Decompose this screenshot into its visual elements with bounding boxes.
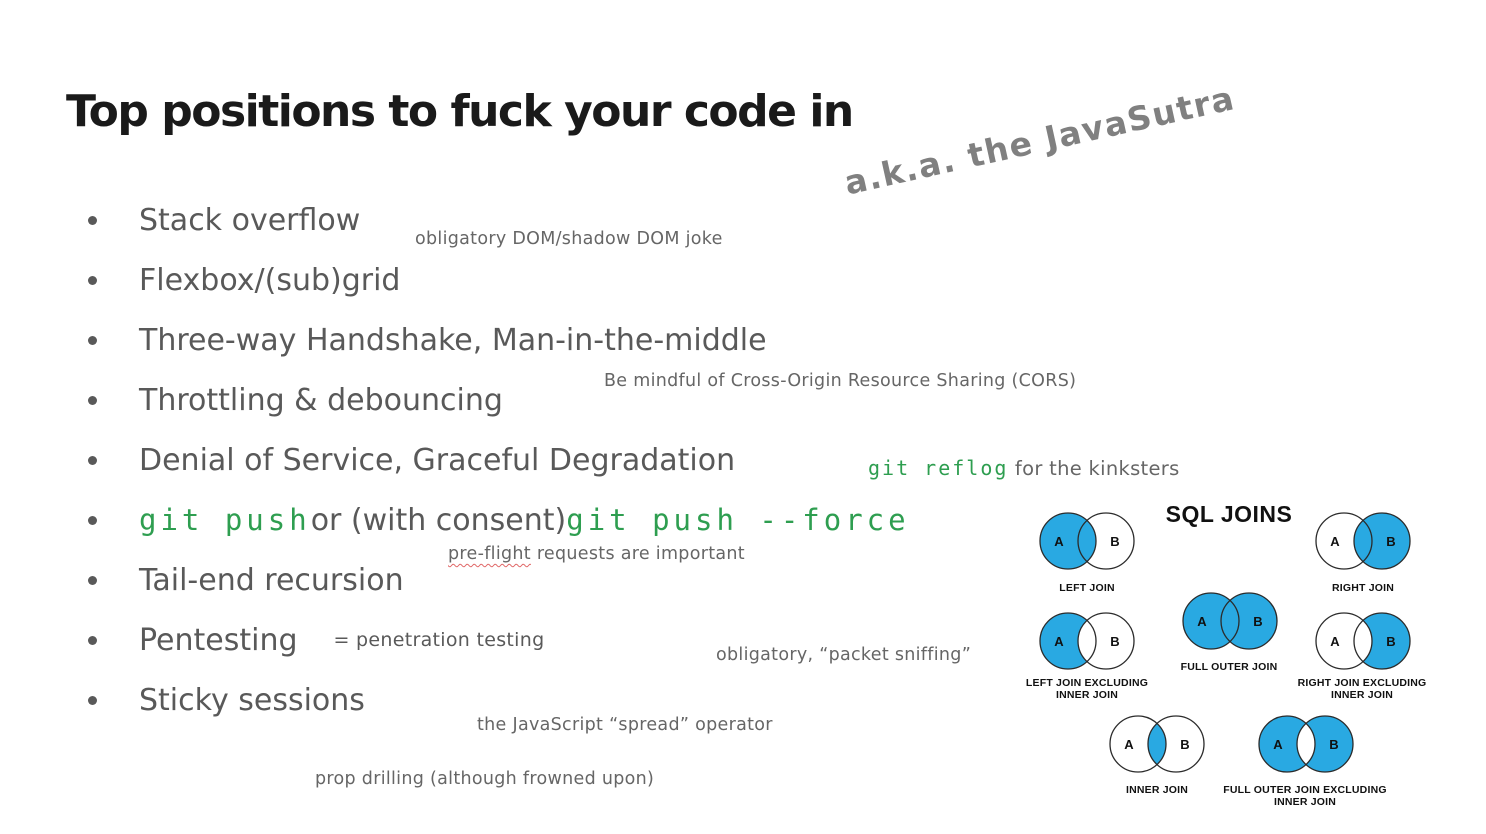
svg-text:B: B xyxy=(1253,614,1262,629)
bullet-segment-plain: Flexbox/(sub)grid xyxy=(139,262,401,298)
bullet-segment-plain: Sticky sessions xyxy=(139,682,365,718)
annotation-dom-joke: obligatory DOM/shadow DOM joke xyxy=(415,229,723,249)
bullet-marker-icon xyxy=(88,275,97,285)
annotation-segment-note: Be mindful of Cross-Origin Resource Shar… xyxy=(604,371,1077,391)
svg-text:B: B xyxy=(1386,634,1395,649)
bullet-marker-icon xyxy=(88,575,97,585)
bullet-tail-end-recursion: Tail-end recursion xyxy=(88,550,1088,610)
bullet-stack-overflow: Stack overflow xyxy=(88,190,1088,250)
svg-text:B: B xyxy=(1329,737,1338,752)
annotation-segment-note: obligatory, “packet sniffing” xyxy=(716,645,972,665)
bullet-segment-plain: Tail-end recursion xyxy=(139,562,404,598)
svg-text:A: A xyxy=(1054,634,1064,649)
annotation-segment-note: requests are important xyxy=(530,544,745,564)
annotation-segment-note: prop drilling (although frowned upon) xyxy=(315,769,655,789)
venn-label-left-join: LEFT JOIN xyxy=(1059,582,1114,594)
venn-right-join: A B xyxy=(1313,510,1413,576)
bullet-segment-plain: Throttling & debouncing xyxy=(139,382,503,418)
subtitle-rotated: a.k.a. the JavaSutra xyxy=(840,78,1239,203)
venn-label-line: FULL OUTER JOIN EXCLUDING xyxy=(1223,784,1387,796)
venn-label-line: RIGHT JOIN EXCLUDING xyxy=(1297,677,1427,689)
venn-label-line: INNER JOIN xyxy=(1055,689,1119,701)
annotation-segment-note-misspelled: pre-flight xyxy=(448,544,531,564)
venn-label-line: LEFT JOIN EXCLUDING xyxy=(1025,677,1149,689)
venn-full-outer-join: A B xyxy=(1180,590,1280,656)
annotation-segment-code: git reflog xyxy=(868,456,1009,480)
bullet-segment-plain: or (with consent) xyxy=(310,502,567,538)
bullet-marker-icon xyxy=(88,635,97,645)
bullet-pentesting: Pentesting = penetration testing xyxy=(88,610,1088,670)
venn-label-line: INNER JOIN xyxy=(1125,784,1189,796)
bullet-segment-plain: Stack overflow xyxy=(139,202,361,238)
bullet-segment-plain: Denial of Service, Graceful Degradation xyxy=(139,442,736,478)
venn-full-outer-excluding-inner: A B xyxy=(1256,713,1356,779)
venn-label-right-join: RIGHT JOIN xyxy=(1332,582,1394,594)
venn-left-join-excluding-inner: A B xyxy=(1037,610,1137,676)
svg-text:A: A xyxy=(1273,737,1283,752)
bullet-segment-inline-note: = penetration testing xyxy=(333,629,545,651)
svg-text:B: B xyxy=(1110,534,1119,549)
bullet-segment-plain: Pentesting xyxy=(139,622,298,658)
annotation-segment-note: the JavaScript “spread” operator xyxy=(477,715,773,735)
venn-label-inner-join: INNER JOIN xyxy=(1126,784,1188,796)
venn-inner-join: A B xyxy=(1107,713,1207,779)
bullet-marker-icon xyxy=(88,455,97,465)
svg-text:A: A xyxy=(1330,634,1340,649)
annotation-cors-note: Be mindful of Cross-Origin Resource Shar… xyxy=(604,371,1076,391)
bullet-throttling-debouncing: Throttling & debouncing xyxy=(88,370,1088,430)
bullet-marker-icon xyxy=(88,215,97,225)
svg-text:B: B xyxy=(1180,737,1189,752)
svg-text:A: A xyxy=(1054,534,1064,549)
svg-text:B: B xyxy=(1110,634,1119,649)
venn-label-line: INNER JOIN xyxy=(1330,689,1394,701)
bullet-denial-of-service: Denial of Service, Graceful Degradation xyxy=(88,430,1088,490)
venn-left-join: A B xyxy=(1037,510,1137,576)
venn-label-line: FULL OUTER JOIN xyxy=(1180,661,1278,673)
svg-text:A: A xyxy=(1124,737,1134,752)
venn-right-join-excluding-inner: A B xyxy=(1313,610,1413,676)
venn-label-full-outer-join: FULL OUTER JOIN xyxy=(1181,661,1278,673)
bullet-marker-icon xyxy=(88,335,97,345)
svg-text:B: B xyxy=(1386,534,1395,549)
bullet-three-way-handshake: Three-way Handshake, Man-in-the-middle xyxy=(88,310,1088,370)
annotation-segment-note: obligatory DOM/shadow DOM joke xyxy=(415,229,723,249)
bullet-segment-code: git push --force xyxy=(566,503,910,537)
bullet-marker-icon xyxy=(88,695,97,705)
svg-text:A: A xyxy=(1197,614,1207,629)
bullet-sticky-sessions: Sticky sessions xyxy=(88,670,1088,730)
venn-label-line: INNER JOIN xyxy=(1273,796,1337,808)
bullet-git-push: git push or (with consent) git push --fo… xyxy=(88,490,1088,550)
svg-text:A: A xyxy=(1330,534,1340,549)
annotation-packet-sniffing-note: obligatory, “packet sniffing” xyxy=(716,645,971,665)
sql-joins-title: SQL JOINS xyxy=(1165,501,1293,527)
venn-label-line: LEFT JOIN xyxy=(1059,582,1115,594)
annotation-prop-drilling-note: prop drilling (although frowned upon) xyxy=(315,769,654,789)
slide-title: Top positions to fuck your code in xyxy=(66,86,854,137)
bullet-segment-code: git push xyxy=(139,503,311,537)
venn-label-line: RIGHT JOIN xyxy=(1331,582,1395,594)
bullet-segment-plain: Three-way Handshake, Man-in-the-middle xyxy=(139,322,767,358)
annotation-spread-operator-note: the JavaScript “spread” operator xyxy=(477,715,773,735)
annotation-git-reflog-note: git reflog for the kinksters xyxy=(868,456,1180,480)
bullet-marker-icon xyxy=(88,395,97,405)
bullet-marker-icon xyxy=(88,515,97,525)
bullet-flexbox-subgrid: Flexbox/(sub)grid xyxy=(88,250,1088,310)
annotation-preflight-note: pre-flight requests are important xyxy=(448,544,745,564)
annotation-segment-note-lg: for the kinksters xyxy=(1008,457,1180,480)
